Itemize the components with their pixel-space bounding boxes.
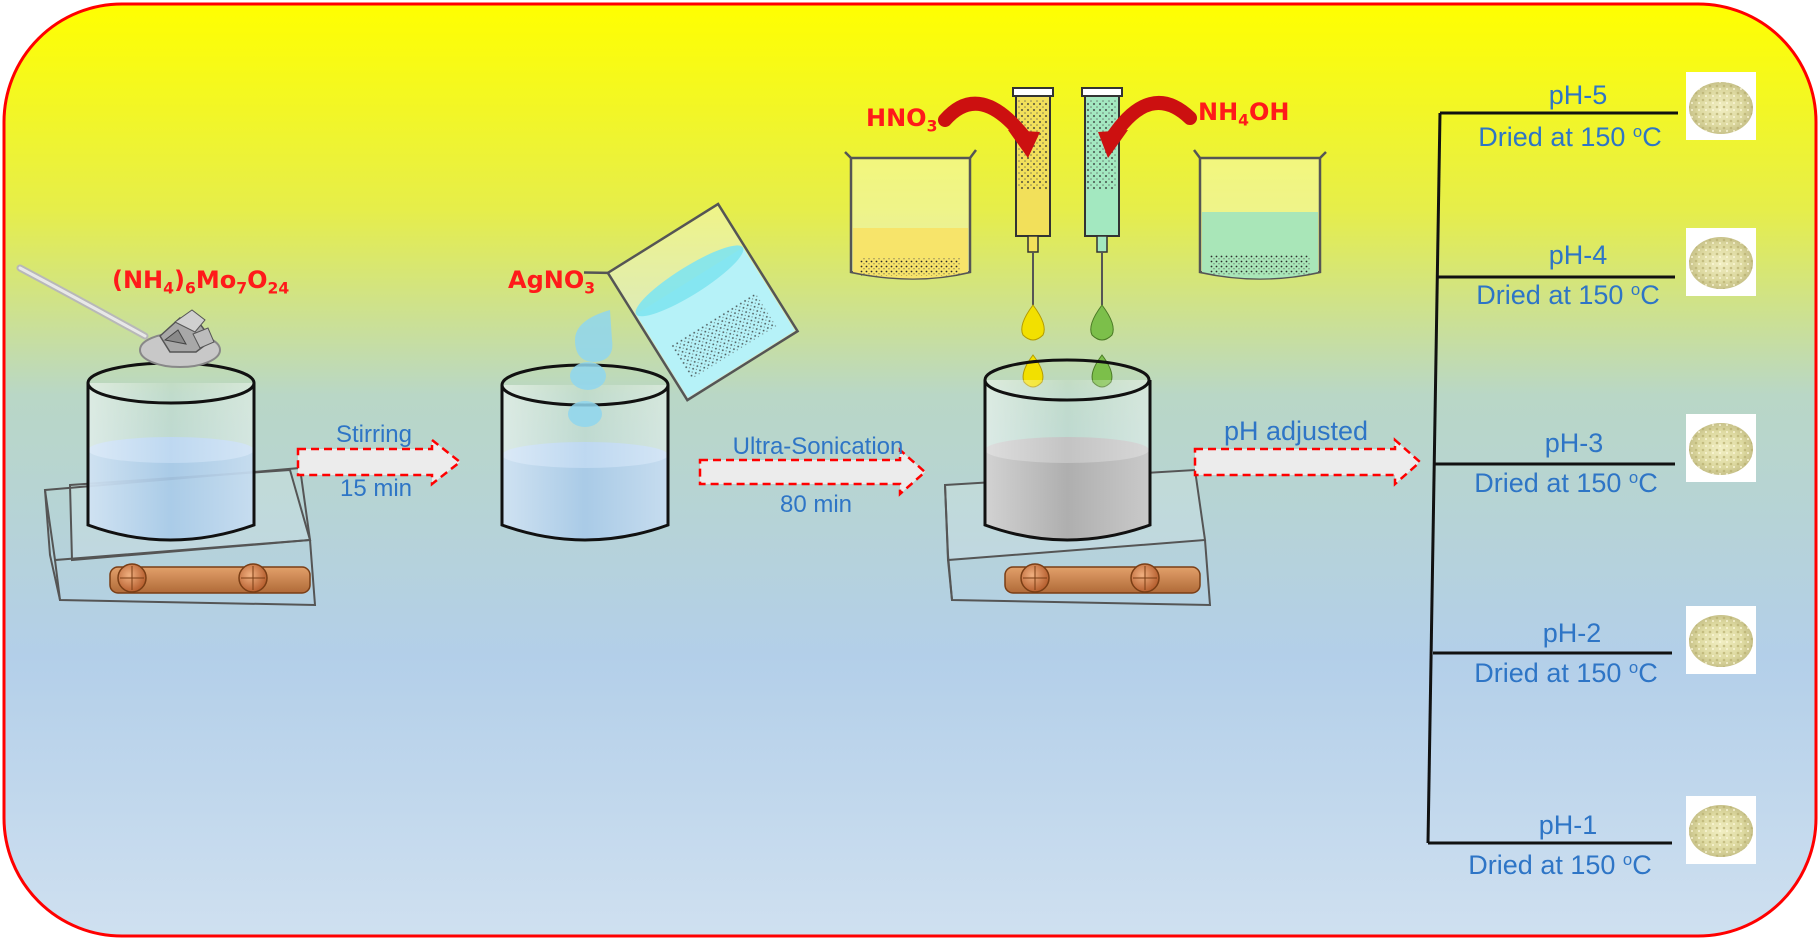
molybdate-crystals-icon [159, 309, 215, 353]
step-1-bottom-label: 15 min [339, 475, 413, 502]
ph-2-label: pH-2 [1542, 618, 1602, 648]
nitric-acid-label: HNO3 [866, 104, 938, 136]
ammonium-hydroxide-label: NH4OH [1198, 98, 1290, 130]
silver-nitrate-label: AgNO3 [508, 266, 596, 298]
beaker-3 [983, 358, 1152, 542]
ph-4-label: pH-4 [1548, 240, 1608, 270]
base-syringe-icon [1081, 87, 1123, 388]
nitric-acid-beaker [844, 149, 977, 280]
powder-sample-icon [1686, 606, 1756, 674]
step-2-bottom-label: 80 min [779, 491, 853, 518]
spoon-icon [16, 264, 221, 368]
step-arrow-3 [1193, 437, 1422, 487]
powder-sample-icon [1686, 414, 1756, 482]
step-arrow-1 [296, 437, 463, 487]
powder-sample-icon [1686, 228, 1756, 296]
dried-label: Dried at 150 oC [1478, 121, 1662, 152]
ammonium-hydroxide-beaker [1193, 149, 1327, 280]
powder-sample-icon [1686, 72, 1756, 140]
dried-label: Dried at 150 oC [1474, 657, 1658, 688]
ph-1-label: pH-1 [1538, 810, 1598, 840]
ph-5-label: pH-5 [1548, 80, 1608, 110]
step-3-top-label: pH adjusted [1223, 416, 1369, 446]
step-2-top-label: Ultra-Sonication [732, 433, 904, 460]
dried-label: Dried at 150 oC [1476, 279, 1660, 310]
molybdate-label: (NH4)6Mo7O24 [112, 266, 290, 298]
step-1-top-label: Stirring [335, 421, 413, 448]
acid-syringe-icon [1012, 87, 1054, 388]
branch-tree [1426, 111, 1678, 845]
powder-sample-icon [1686, 796, 1756, 864]
dried-label: Dried at 150 oC [1474, 467, 1658, 498]
silver-nitrate-drops-icon [568, 310, 613, 427]
ph-3-label: pH-3 [1544, 428, 1604, 458]
curved-arrow-icon [1098, 96, 1197, 158]
pouring-beaker-icon [583, 202, 800, 402]
step-arrow-2 [698, 447, 927, 497]
curved-arrow-icon [938, 96, 1040, 158]
beaker-2 [500, 363, 670, 542]
dried-label: Dried at 150 oC [1468, 849, 1652, 880]
beaker-1 [86, 361, 256, 542]
